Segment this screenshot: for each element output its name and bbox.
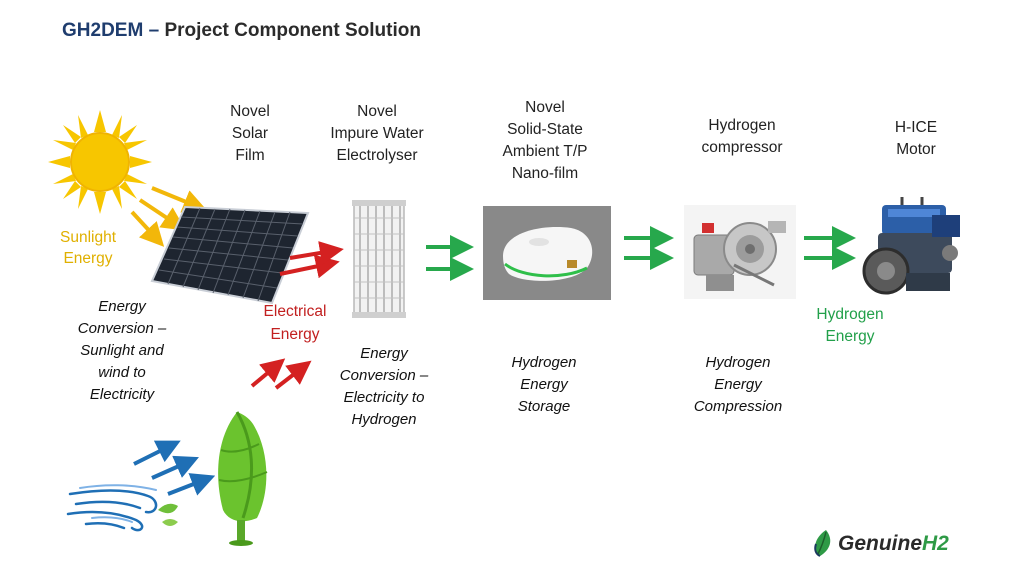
compression-line-1: Hydrogen (705, 354, 771, 371)
title-subtitle: Project Component Solution (164, 20, 421, 41)
hydrogen-line-1: Hydrogen (816, 306, 884, 323)
solar-film-line-1: Novel (230, 103, 270, 120)
conv-h-line-2: Conversion – (339, 367, 429, 384)
sun-icon (48, 110, 152, 214)
hydrogen-arrows-2 (624, 226, 674, 270)
motor-line-1: H-ICE (894, 119, 938, 136)
conv-sw-line-3: Sunlight and (80, 342, 164, 359)
compressor-label: Hydrogen compressor (690, 115, 794, 159)
sunlight-line-1: Sunlight (59, 229, 116, 246)
engine-icon (862, 197, 960, 295)
sunlight-arrows (130, 186, 208, 247)
conv-h-line-4: Hydrogen (351, 411, 417, 428)
hydrogen-energy-label: Hydrogen Energy (808, 304, 892, 348)
motor-line-2: Motor (896, 141, 936, 158)
sunlight-line-2: Energy (63, 250, 113, 267)
conversion-hydrogen-text: Energy Conversion – Electricity to Hydro… (328, 343, 440, 431)
storage-line-2: Solid-State (507, 121, 583, 138)
wind-turbine-icon (218, 411, 268, 546)
hydrogen-arrows-3 (804, 226, 856, 270)
logo-name: Genuine (838, 532, 923, 555)
storage-film-label: Novel Solid-State Ambient T/P Nano-film (490, 97, 600, 185)
compressor-line-2: compressor (701, 139, 783, 156)
electrolyser-line-1: Novel (357, 103, 397, 120)
conversion-sun-wind-text: Energy Conversion – Sunlight and wind to… (60, 296, 184, 406)
storage-line-3: Ambient T/P (502, 143, 588, 160)
solar-film-label: Novel Solar Film (214, 101, 286, 167)
compressor-line-1: Hydrogen (708, 117, 776, 134)
storage-desc-line-2: Energy (520, 376, 568, 393)
logo: GenuineH2 (838, 532, 949, 556)
conv-sw-line-5: Electricity (89, 386, 155, 403)
storage-device-icon (483, 206, 611, 300)
conv-h-line-1: Energy (360, 345, 408, 362)
compression-line-3: Compression (693, 398, 783, 415)
electrical-energy-label: Electrical Energy (250, 300, 340, 346)
electrical-line-1: Electrical (263, 303, 327, 320)
title-separator: – (148, 20, 160, 41)
wind-arrows (133, 440, 216, 496)
sunlight-energy-label: Sunlight Energy (52, 227, 124, 269)
compressor-icon (684, 205, 796, 299)
conv-h-line-3: Electricity to (343, 389, 425, 406)
compression-text: Hydrogen Energy Compression (680, 352, 796, 418)
electrolyser-label: Novel Impure Water Electrolyser (316, 101, 438, 167)
storage-line-1: Novel (525, 99, 565, 116)
hydrogen-line-2: Energy (825, 328, 875, 345)
hydrogen-arrows-1 (426, 235, 474, 281)
electrolyser-line-2: Impure Water (330, 125, 424, 142)
electrolyser-line-3: Electrolyser (336, 147, 418, 164)
project-name: GH2DEM (62, 20, 144, 41)
motor-label: H-ICE Motor (880, 117, 952, 161)
solar-panel-icon (150, 205, 310, 305)
electrical-line-2: Energy (270, 326, 320, 343)
conv-sw-line-2: Conversion – (77, 320, 167, 337)
logo-suffix: H2 (922, 532, 949, 555)
page-title: GH2DEM – Project Component Solution (62, 20, 421, 42)
electrical-arrows-top (279, 241, 344, 279)
storage-text: Hydrogen Energy Storage (496, 352, 592, 418)
storage-desc-line-1: Hydrogen (511, 354, 577, 371)
compression-line-2: Energy (714, 376, 762, 393)
conv-sw-line-4: wind to (98, 364, 146, 381)
electrical-arrows-bottom (250, 358, 312, 390)
solar-film-line-3: Film (235, 147, 265, 164)
conv-sw-line-1: Energy (98, 298, 146, 315)
storage-desc-line-3: Storage (517, 398, 571, 415)
solar-film-line-2: Solar (231, 125, 269, 142)
storage-line-4: Nano-film (511, 165, 579, 182)
electrolyser-icon (352, 200, 406, 318)
leaf-icon (814, 530, 831, 557)
wind-icon (66, 484, 178, 532)
